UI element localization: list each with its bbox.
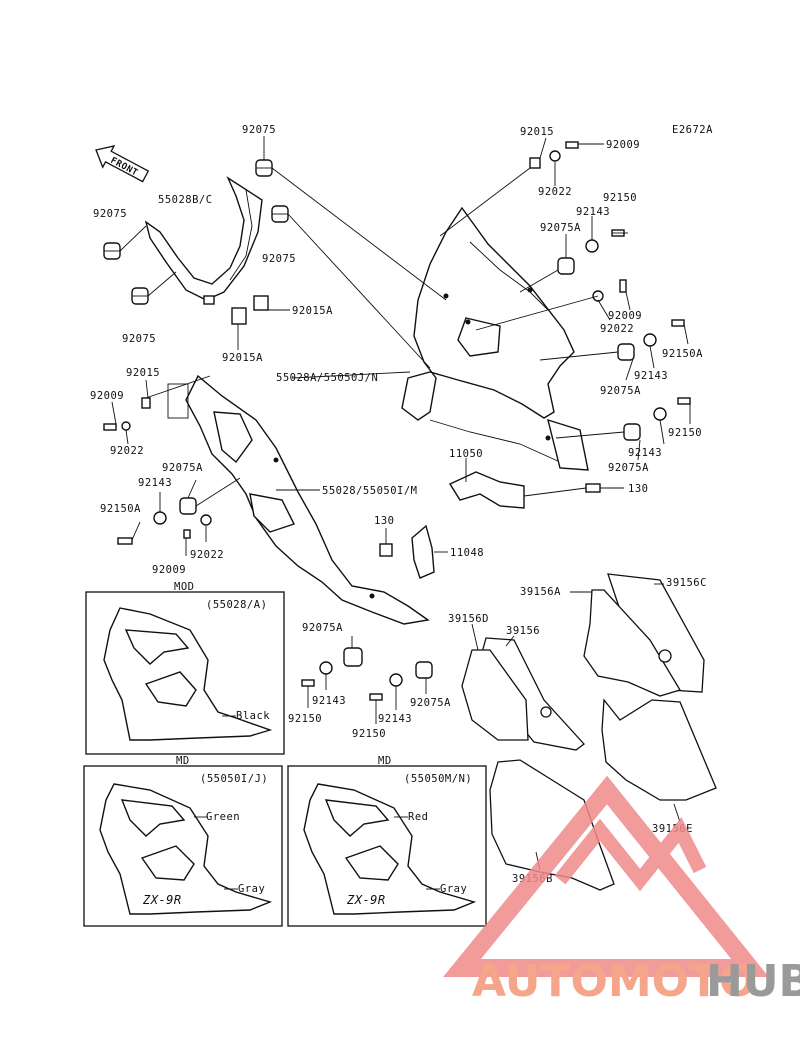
label-92150-b1: 92150 bbox=[288, 713, 322, 725]
label-92075a-r: 92075A bbox=[600, 385, 641, 397]
bottom-fasteners bbox=[301, 647, 433, 701]
bracket-11050 bbox=[448, 471, 601, 509]
grommet-92075-left bbox=[103, 242, 121, 260]
label-92075-mid: 92075 bbox=[262, 253, 296, 265]
label-92022-r: 92022 bbox=[600, 323, 634, 335]
label-92015-l: 92015 bbox=[126, 367, 160, 379]
label-92143-b1: 92143 bbox=[312, 695, 346, 707]
label-92075-low: 92075 bbox=[122, 333, 156, 345]
watermark-logo-icon bbox=[443, 775, 769, 977]
label-55028bc: 55028B/C bbox=[158, 194, 213, 206]
variant-1-color-1: Black bbox=[236, 710, 270, 722]
label-92009-top: 92009 bbox=[606, 139, 640, 151]
bracket-11048 bbox=[379, 524, 435, 579]
svg-text:ZX-9R: ZX-9R bbox=[346, 893, 386, 907]
variant-box-1: MOD (55028/A) Black bbox=[85, 581, 285, 755]
variant-1-code: (55028/A) bbox=[206, 599, 267, 611]
label-11048: 11048 bbox=[450, 547, 484, 559]
grommet-92075-top bbox=[255, 159, 273, 177]
watermark-text-2: HUB bbox=[706, 956, 800, 1007]
label-92009-l2: 92009 bbox=[152, 564, 186, 576]
label-55028: 55028/55050I/M bbox=[322, 485, 418, 497]
part-labels: 92075 92075 55028B/C 92075 92075 92015A … bbox=[90, 124, 707, 885]
variant-box-2: MD (55050I/J) ZX-9R Green Gray bbox=[83, 755, 283, 927]
label-92150-top: 92150 bbox=[603, 192, 637, 204]
variant-2-tag: MD bbox=[176, 755, 190, 767]
label-92009-r: 92009 bbox=[608, 310, 642, 322]
diagram-code: E2672A bbox=[672, 124, 713, 136]
variant-2-color-1: Green bbox=[206, 811, 240, 823]
label-92075a-b2: 92075A bbox=[410, 697, 451, 709]
variant-2-code: (55050I/J) bbox=[200, 773, 268, 785]
inner-cowl-upper bbox=[144, 176, 269, 325]
label-39156a: 39156A bbox=[520, 586, 561, 598]
fairing-upper-right bbox=[401, 206, 589, 471]
leader-lines bbox=[111, 136, 691, 871]
variant-3-tag: MD bbox=[378, 755, 392, 767]
label-92143-l: 92143 bbox=[138, 477, 172, 489]
label-92143-b2: 92143 bbox=[378, 713, 412, 725]
svg-text:ZX-9R: ZX-9R bbox=[142, 893, 182, 907]
label-92075a-top: 92075A bbox=[540, 222, 581, 234]
variant-2-color-2: Gray bbox=[238, 883, 265, 895]
variant-1-tag: MOD bbox=[174, 581, 194, 593]
grommet-92075-low bbox=[131, 287, 149, 305]
label-92143-r: 92143 bbox=[634, 370, 668, 382]
watermark-text-1: AUTOMOTO bbox=[472, 956, 756, 1007]
label-92150-r2: 92150 bbox=[668, 427, 702, 439]
label-92075a-r2: 92075A bbox=[608, 462, 649, 474]
variant-3-color-1: Red bbox=[408, 811, 428, 823]
label-92150-b2: 92150 bbox=[352, 728, 386, 740]
label-92143-r2: 92143 bbox=[628, 447, 662, 459]
label-92075-top: 92075 bbox=[242, 124, 276, 136]
label-130-r: 130 bbox=[628, 483, 648, 495]
label-92015a-2: 92015A bbox=[222, 352, 263, 364]
label-92075a-b1: 92075A bbox=[302, 622, 343, 634]
label-92150a-r: 92150A bbox=[662, 348, 703, 360]
fairing-lower-left bbox=[167, 374, 430, 625]
label-11050: 11050 bbox=[449, 448, 483, 460]
label-39156c: 39156C bbox=[666, 577, 707, 589]
label-92075-left: 92075 bbox=[93, 208, 127, 220]
label-39156d: 39156D bbox=[448, 613, 489, 625]
label-92022-l: 92022 bbox=[110, 445, 144, 457]
label-92150a-l: 92150A bbox=[100, 503, 141, 515]
label-92022-top: 92022 bbox=[538, 186, 572, 198]
label-92015a-1: 92015A bbox=[292, 305, 333, 317]
label-92075a-l: 92075A bbox=[162, 462, 203, 474]
label-92015-top: 92015 bbox=[520, 126, 554, 138]
front-arrow-icon: FRONT bbox=[95, 145, 150, 183]
variant-3-color-2: Gray bbox=[440, 883, 467, 895]
label-92022-l2: 92022 bbox=[190, 549, 224, 561]
grommet-92075-mid bbox=[271, 205, 289, 223]
variant-3-code: (55050M/N) bbox=[404, 773, 472, 785]
label-130-mid: 130 bbox=[374, 515, 394, 527]
label-55028a: 55028A/55050J/N bbox=[276, 372, 378, 384]
label-92143-top: 92143 bbox=[576, 206, 610, 218]
variant-box-3: MD (55050M/N) ZX-9R Red Gray bbox=[287, 755, 487, 927]
label-39156: 39156 bbox=[506, 625, 540, 637]
left-fasteners bbox=[103, 397, 212, 545]
label-92009-l: 92009 bbox=[90, 390, 124, 402]
